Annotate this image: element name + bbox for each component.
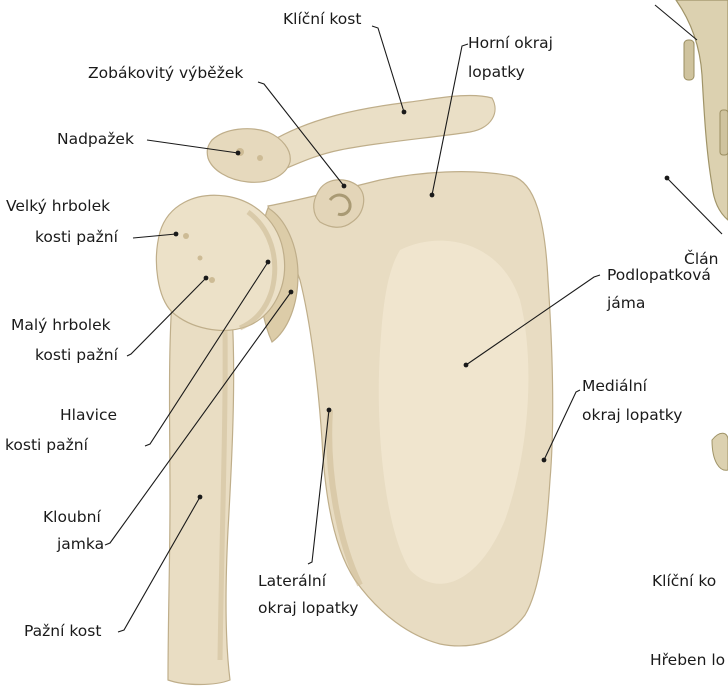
label-medialni-line2: okraj lopatky [582, 406, 682, 424]
label-velky-hrbolek-line2: kosti pažní [35, 228, 119, 246]
label-klicni-kost: Klíční kost [283, 10, 361, 28]
label-clan: Člán [684, 249, 718, 268]
acromion [207, 129, 290, 183]
phalanx [720, 110, 728, 155]
label-kloubni-line1: Kloubní [43, 508, 101, 526]
label-hlavice-line2: kosti pažní [5, 436, 89, 454]
label-pazni-kost: Pažní kost [24, 622, 101, 640]
skeleton-bone-right [712, 433, 728, 470]
tubercle-texture [183, 233, 189, 239]
label-horni-okraj-line2: lopatky [468, 63, 525, 81]
bones [156, 0, 728, 685]
partial-skeleton-bones [676, 0, 728, 220]
label-podlopatkova-line2: jáma [606, 294, 645, 312]
tubercle-texture [198, 256, 203, 261]
phalanx [684, 40, 694, 80]
label-zobakovity-vybezek: Zobákovitý výběžek [88, 64, 243, 82]
label-podlopatkova-line1: Podlopatková [607, 266, 711, 284]
label-nadpazek: Nadpažek [57, 130, 134, 148]
label-hlavice-line1: Hlavice [60, 406, 117, 424]
label-maly-hrbolek-line2: kosti pažní [35, 346, 119, 364]
label-lateralni-line2: okraj lopatky [258, 599, 358, 617]
clavicle [270, 95, 495, 170]
label-medialni-line1: Mediální [582, 377, 648, 395]
label-maly-hrbolek-line1: Malý hrbolek [11, 316, 111, 334]
label-kloubni-line2: jamka [56, 535, 104, 553]
label-velky-hrbolek-line1: Velký hrbolek [6, 197, 110, 215]
label-lateralni-line1: Laterální [258, 572, 327, 590]
acromion-texture [257, 155, 263, 161]
tubercle-texture [209, 277, 215, 283]
label-klicni-ko: Klíční ko [652, 572, 716, 590]
label-hreben: Hřeben lo [650, 651, 725, 669]
label-horni-okraj-line1: Horní okraj [468, 34, 553, 52]
